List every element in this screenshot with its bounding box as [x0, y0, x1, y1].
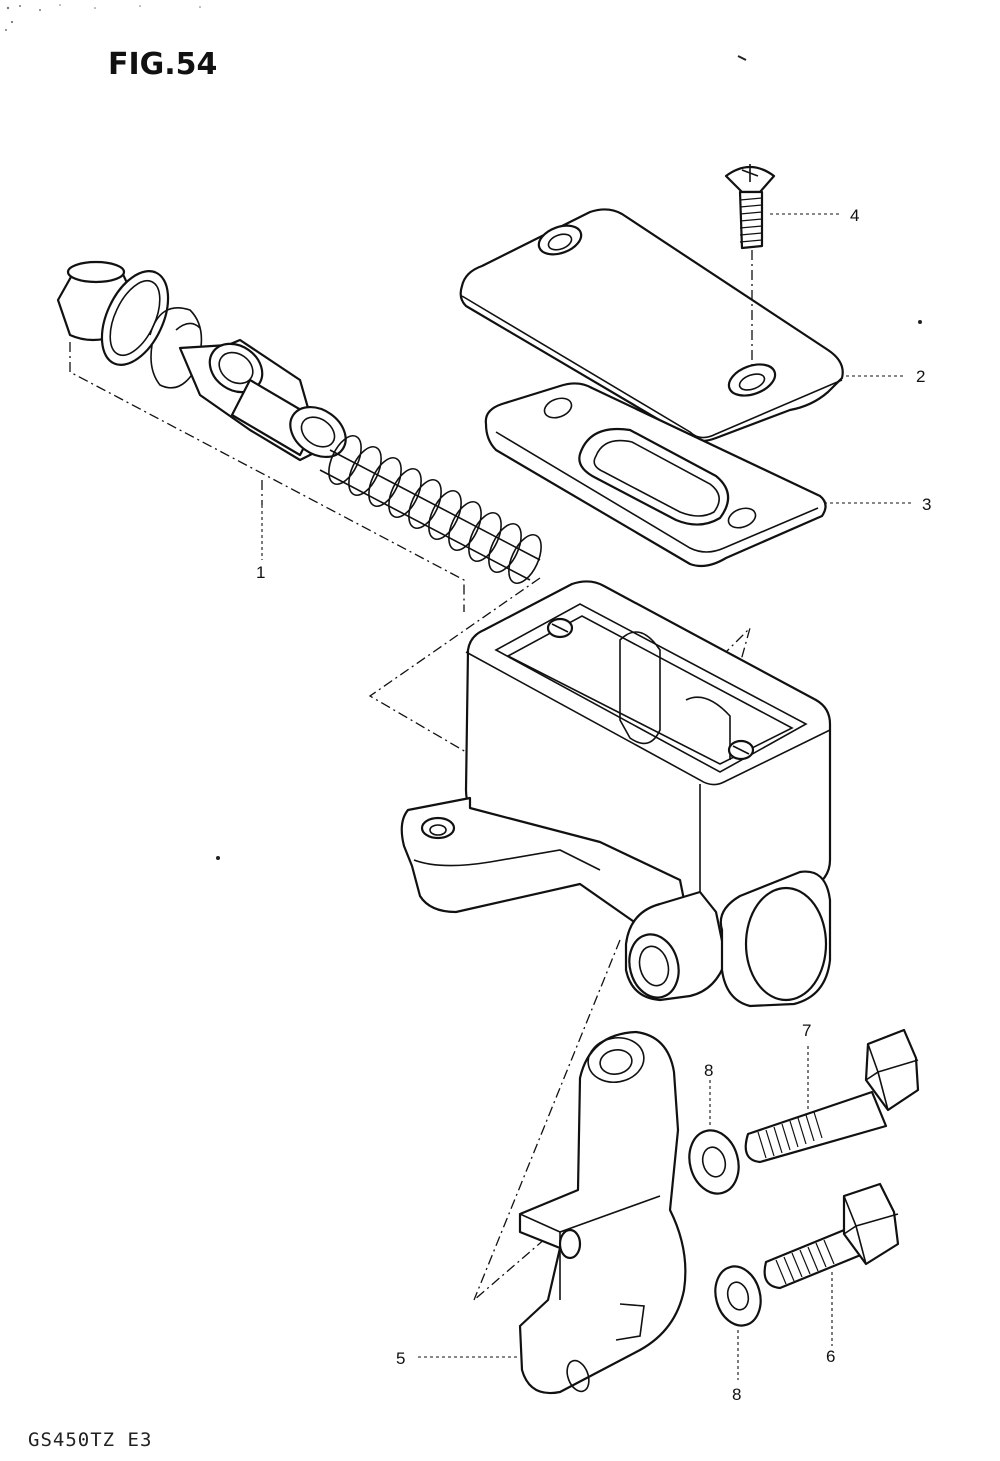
callout-8-upper: 8: [704, 1061, 713, 1080]
scan-dot: [918, 320, 922, 324]
figure-title: FIG.54: [108, 47, 217, 82]
master-cylinder-body: [368, 577, 832, 1301]
cap-screw: [724, 164, 776, 370]
callout-4: 4: [850, 206, 859, 225]
scan-dot: [216, 856, 220, 860]
washer-upper: [688, 1129, 740, 1195]
scan-mark: [737, 55, 747, 61]
clamp-holder: [518, 1030, 687, 1395]
callout-2: 2: [916, 367, 925, 386]
model-code: GS450TZ E3: [28, 1429, 152, 1451]
callout-6: 6: [826, 1347, 835, 1366]
callout-3: 3: [922, 495, 931, 514]
callout-5: 5: [396, 1349, 405, 1368]
piston-assembly: [56, 260, 542, 612]
diaphragm: [484, 382, 827, 568]
washer-lower: [714, 1265, 762, 1327]
scan-noise: [5, 4, 201, 31]
callout-7: 7: [802, 1021, 811, 1040]
callout-1: 1: [256, 563, 265, 582]
clamp-bolt: [763, 1182, 900, 1290]
return-spring: [319, 435, 542, 584]
callout-8-lower: 8: [732, 1385, 741, 1404]
union-bolt: [744, 1028, 920, 1164]
